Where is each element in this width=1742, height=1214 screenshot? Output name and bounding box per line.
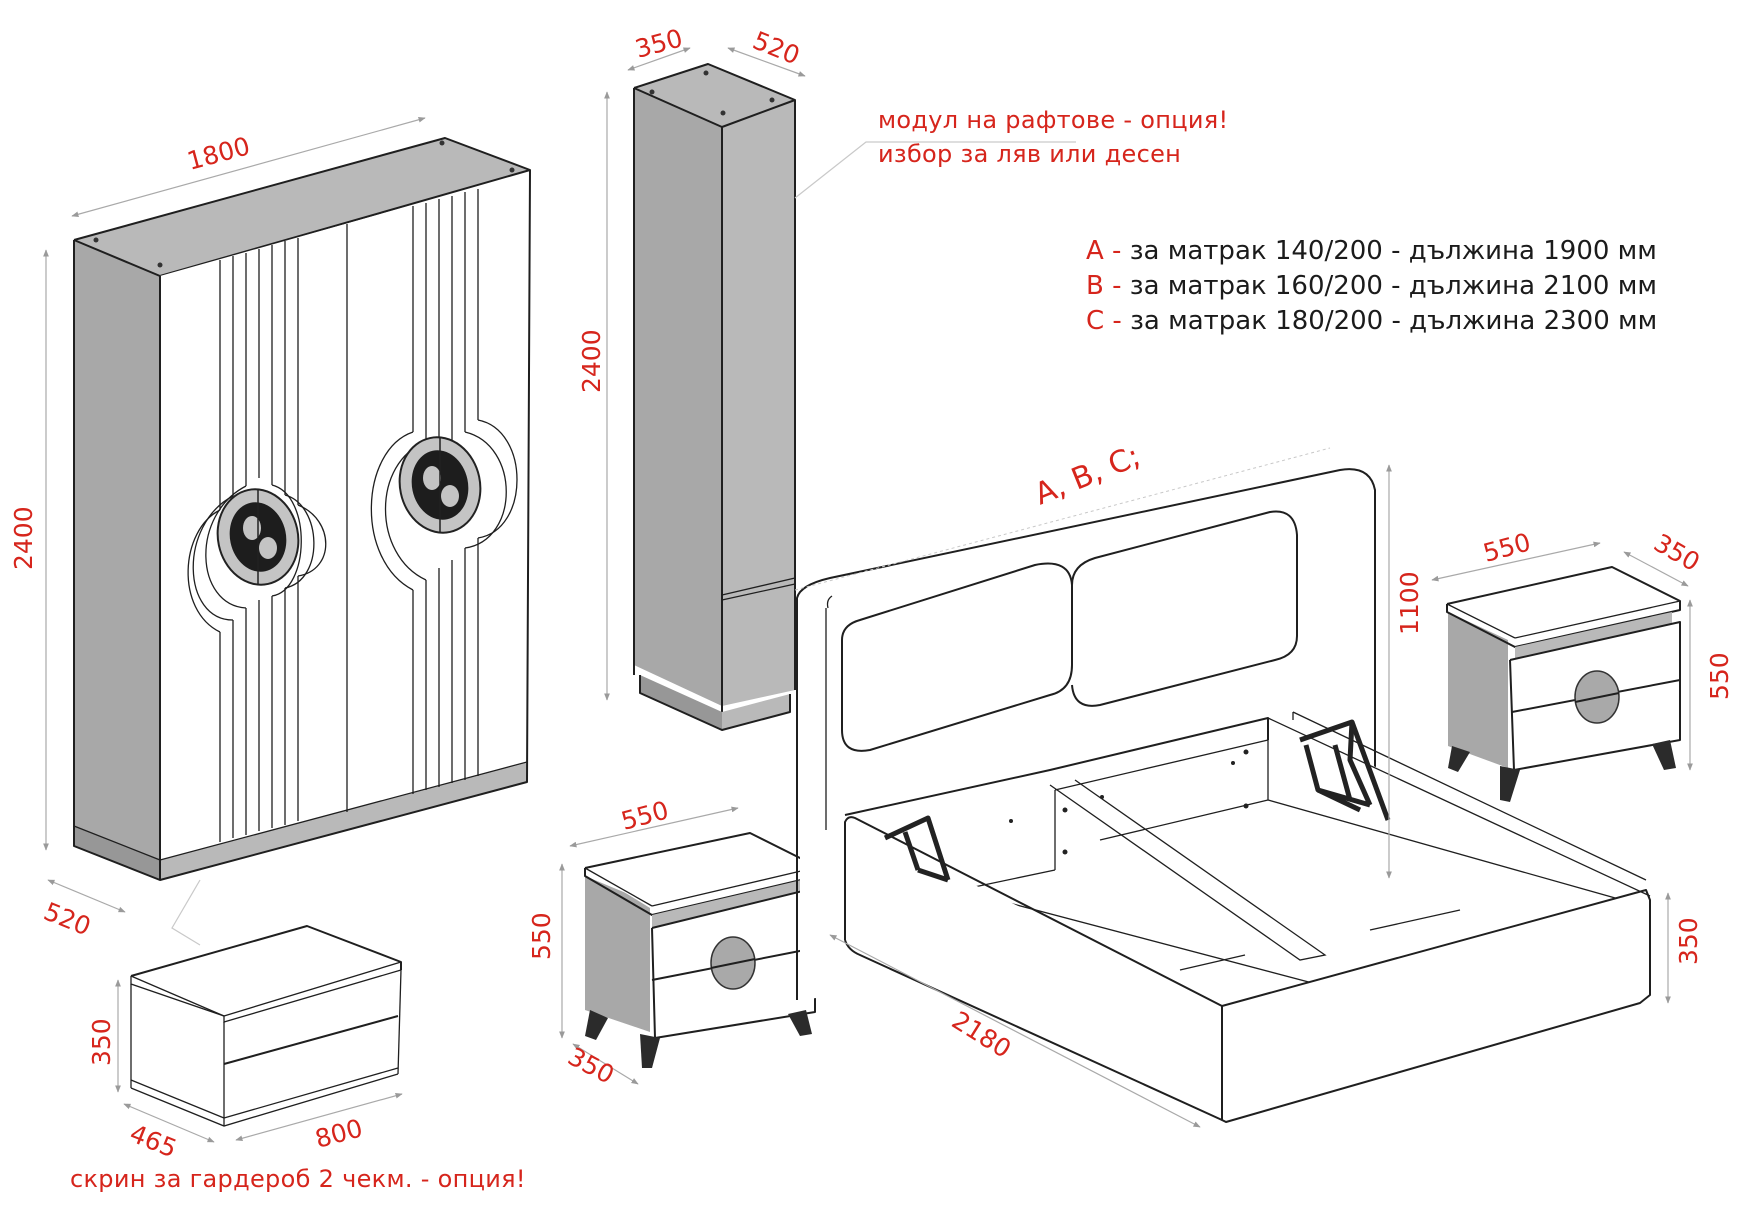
chest-depth-label: 465 [126,1119,181,1164]
ns-right-height-label: 550 [1705,652,1734,700]
variant-key: B [1086,271,1104,301]
chest-depth-dimline [123,1103,215,1143]
ns-left-width-dimline [569,806,739,848]
bed-variant-row: C - за матрак 180/200 - дължина 2300 мм [1086,304,1657,339]
ns-left-width-label: 550 [618,795,672,835]
shelf-depth-label: 520 [749,26,804,71]
bed-headboard-height-label: 1100 [1395,571,1424,635]
ns-right-width-dimline [1431,541,1601,582]
wardrobe: 1800 2400 520 [9,116,531,942]
shelf-height-label: 2400 [577,329,606,393]
variant-sep: - [1104,306,1131,336]
wardrobe-depth-label: 520 [40,897,95,942]
shelf-width-label: 350 [632,23,686,63]
ns-left-height-label: 550 [527,912,556,960]
variant-key: A [1086,236,1104,266]
bed: A, B, C; 1100 350 2180 [794,439,1703,1128]
bed-width-extline [794,447,1331,591]
wardrobe-width-dimline [71,116,426,218]
wardrobe-chest-note: скрин за гардероб 2 чекм. - опция! [70,1165,526,1193]
shelf-module-note-line1: модул на рафтове - опция! [878,106,1229,134]
ns-right-width-label: 550 [1480,527,1534,567]
wardrobe-depth-dimline [47,879,126,913]
variant-sep: - [1103,236,1130,266]
wardrobe-chest: 350 465 800 [87,879,403,1164]
nightstand-left: 550 550 350 [527,795,819,1090]
nightstand-right: 550 350 550 [1431,527,1734,802]
wardrobe-height-label: 2400 [9,506,38,570]
bed-variant-row: B - за матрак 160/200 - дължина 2100 мм [1086,269,1657,304]
bed-variants-legend: A - за матрак 140/200 - дължина 1900 мм … [1086,234,1657,339]
variant-text: за матрак 160/200 - дължина 2100 мм [1129,271,1657,301]
variant-key: C [1086,306,1105,336]
bed-frame-height-label: 350 [1674,917,1703,965]
chest-width-dimline [235,1092,403,1142]
shelf-width-dimline [627,47,691,71]
shelf-module-note: модул на рафтове - опция! избор за ляв и… [878,103,1228,171]
variant-text: за матрак 140/200 - дължина 1900 мм [1129,236,1657,266]
chest-height-label: 350 [87,1018,116,1066]
variant-text: за матрак 180/200 - дължина 2300 мм [1130,306,1658,336]
ns-left-depth-dimline [572,1043,639,1085]
bed-length-dimline [829,934,1201,1128]
shelf-module: 350 520 2400 [577,23,1076,731]
shelf-depth-dimline [727,47,806,77]
lift-mechanism-icon [1299,719,1391,821]
bed-variant-row: A - за матрак 140/200 - дължина 1900 мм [1086,234,1657,269]
shelf-module-note-line2: избор за ляв или десен [878,140,1182,168]
ns-right-depth-dimline [1623,551,1689,587]
lift-mechanism-icon [883,815,951,883]
chest-width-label: 800 [312,1113,366,1153]
tree-handle-icon [398,436,482,534]
ns-left-depth-label: 350 [563,1042,619,1090]
tree-handle-icon [216,488,300,586]
variant-sep: - [1103,271,1130,301]
